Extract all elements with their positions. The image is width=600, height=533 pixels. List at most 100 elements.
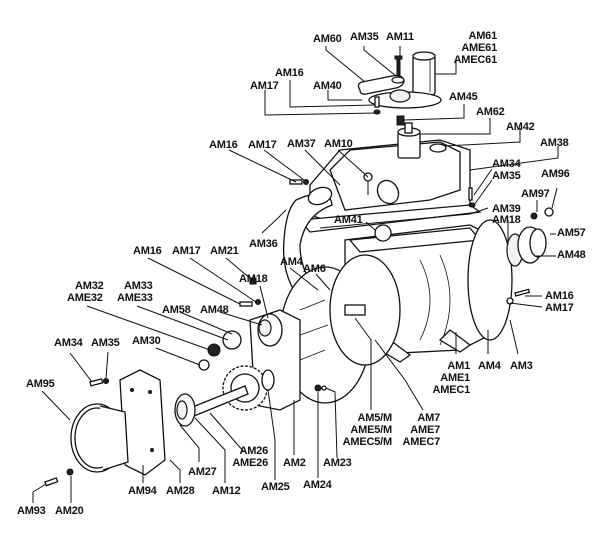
label-am38: AM38 <box>540 137 569 149</box>
washer-am17-right <box>506 297 514 305</box>
flange-port <box>376 179 400 205</box>
hub <box>389 89 411 103</box>
housing-hole <box>150 448 154 452</box>
screw-head <box>394 55 403 60</box>
nut-am97 <box>530 212 538 220</box>
cylinder-top <box>412 51 436 61</box>
gasket-am42 <box>429 143 447 153</box>
nut-am32 <box>207 343 221 357</box>
label-am61: AM61 <box>468 30 497 42</box>
bolt-am16-right <box>514 288 531 297</box>
washer-am17-mid <box>303 179 309 185</box>
label-am57: AM57 <box>557 227 586 239</box>
label-am24: AM24 <box>303 479 332 491</box>
washer-am24 <box>321 385 327 391</box>
gear-shaft-assembly <box>174 365 275 427</box>
label-am17-left: AM17 <box>172 245 201 257</box>
label-am12: AM12 <box>212 485 241 497</box>
washer-am20 <box>66 468 74 476</box>
label-am6: AM6 <box>303 263 326 275</box>
label-am30: AM30 <box>132 335 161 347</box>
housing-hole <box>130 388 134 392</box>
housing-am94 <box>119 369 166 476</box>
cover-dome <box>329 141 461 211</box>
flange-body <box>99 405 129 471</box>
vent-lever-assembly <box>357 51 442 126</box>
label-am60: AM60 <box>313 33 342 45</box>
plug-am21 <box>249 277 257 285</box>
label-ame1: AME1 <box>440 372 470 384</box>
label-am58: AM58 <box>162 304 191 316</box>
pinion-am58 <box>222 330 242 350</box>
label-am27: AM27 <box>188 466 217 478</box>
label-ame5m: AME5/M <box>350 424 392 436</box>
label-am16-top: AM16 <box>275 67 304 79</box>
body-rib <box>419 259 431 341</box>
bolt-am16-left <box>239 301 253 307</box>
label-am35-right: AM35 <box>492 170 521 182</box>
label-am16-mid: AM16 <box>209 139 238 151</box>
bolt-am16-top <box>374 96 380 108</box>
label-am17-top: AM17 <box>250 80 279 92</box>
label-ame32: AME32 <box>67 292 103 304</box>
valve-stem <box>404 122 413 134</box>
label-am62: AM62 <box>476 106 505 118</box>
label-am3: AM3 <box>510 360 533 372</box>
label-am5m: AM5/M <box>357 412 393 424</box>
nut-am30 <box>198 359 210 371</box>
label-am17-mid: AM17 <box>248 139 277 151</box>
bolt-am93 <box>44 477 59 487</box>
label-am35-left: AM35 <box>91 337 120 349</box>
washer-am35-left <box>103 378 109 384</box>
label-am95: AM95 <box>26 378 55 390</box>
cover-fin <box>299 299 326 311</box>
cylinder-am61 <box>412 54 436 96</box>
label-am21: AM21 <box>210 245 239 257</box>
label-am45: AM45 <box>449 91 478 103</box>
label-amec5m: AMEC5/M <box>342 436 393 448</box>
lever-pivot <box>391 76 405 84</box>
label-ame26: AME26 <box>232 457 268 469</box>
pulley-housing <box>44 369 166 487</box>
bolt-am34-left <box>89 378 104 387</box>
label-am40: AM40 <box>313 80 342 92</box>
cap-am57 <box>529 228 547 258</box>
end-cap <box>467 219 513 341</box>
label-am39: AM39 <box>492 203 521 215</box>
label-am1: AM1 <box>447 360 470 372</box>
washer-am17-left <box>255 299 261 305</box>
label-am34-left: AM34 <box>54 337 83 349</box>
label-am23: AM23 <box>323 457 352 469</box>
body-foot <box>438 329 472 353</box>
label-am97: AM97 <box>521 188 550 200</box>
label-am32: AM32 <box>75 280 104 292</box>
end-cap-am3 <box>467 219 547 341</box>
bearing-inner <box>258 319 272 337</box>
label-am7: AM7 <box>417 412 440 424</box>
shaft-am5m <box>344 304 366 316</box>
plug-am96 <box>544 207 554 217</box>
label-am16-left: AM16 <box>133 245 162 257</box>
label-am94: AM94 <box>128 485 157 497</box>
label-am93: AM93 <box>17 505 46 517</box>
label-am20: AM20 <box>55 505 84 517</box>
label-am25: AM25 <box>261 481 290 493</box>
label-am10: AM10 <box>324 138 353 150</box>
label-am35-top: AM35 <box>350 31 379 43</box>
plug-am23 <box>314 384 322 392</box>
label-am34-right: AM34 <box>492 158 521 170</box>
leader-lines <box>32 46 559 503</box>
label-ame7: AME7 <box>410 424 440 436</box>
label-am4-bottom: AM4 <box>478 360 501 372</box>
label-amec7: AMEC7 <box>402 436 440 448</box>
label-am11: AM11 <box>386 31 414 43</box>
bearing-am27-inner <box>176 400 188 420</box>
hose-end <box>307 186 333 206</box>
washer-am35-right <box>468 202 476 208</box>
label-amec1: AMEC1 <box>432 384 470 396</box>
cover-fin <box>299 349 326 361</box>
label-am16-right: AM16 <box>545 290 574 302</box>
label-am48-right: AM48 <box>557 249 586 261</box>
spring-am45 <box>396 115 405 126</box>
